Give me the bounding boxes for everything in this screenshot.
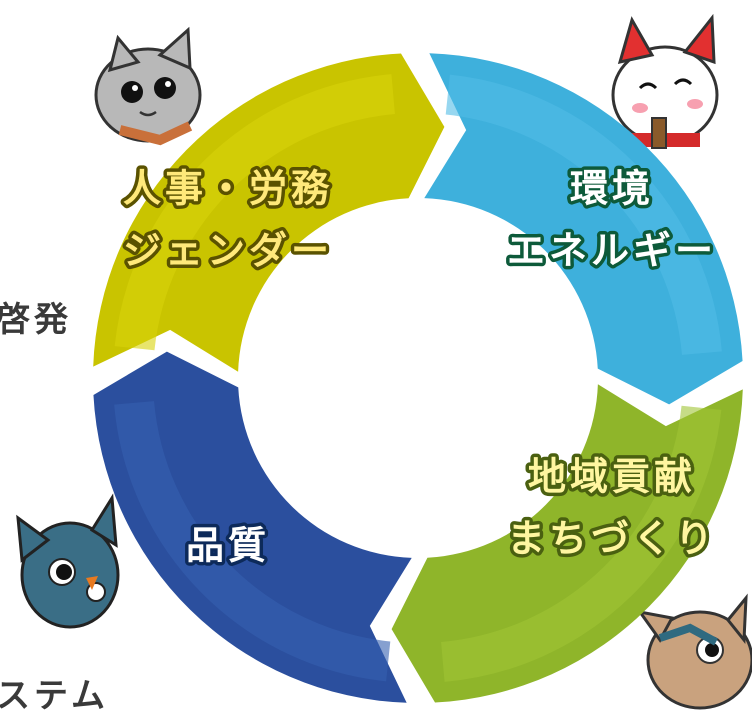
segment-label-hr: ジェンダー bbox=[123, 229, 333, 273]
ring-segments bbox=[93, 53, 743, 703]
segment-quality bbox=[93, 351, 412, 703]
segment-label-hr: 人事・労務 bbox=[123, 167, 333, 211]
white-red-cat-mascot bbox=[611, 13, 719, 149]
segment-label-env: 環境 bbox=[570, 167, 654, 211]
segment-label-community: まちづくり bbox=[507, 517, 717, 561]
segment-label-quality: 品質 bbox=[186, 524, 270, 568]
segment-label-env: エネルギー bbox=[507, 229, 717, 273]
gray-cat-mascot bbox=[94, 26, 202, 146]
segment-label-community: 地域貢献 bbox=[528, 455, 696, 499]
segment-hr bbox=[93, 53, 445, 372]
side-text-bottom: ステム bbox=[0, 676, 109, 716]
segment-band-community bbox=[440, 405, 722, 682]
blue-cat-mascot bbox=[16, 493, 120, 629]
segment-env bbox=[424, 53, 743, 405]
segment-community bbox=[391, 384, 743, 703]
side-text-top: 啓発 bbox=[0, 300, 72, 340]
brown-cat-mascot bbox=[636, 593, 752, 710]
segment-band-quality bbox=[114, 400, 391, 682]
segment-band-hr bbox=[114, 74, 396, 351]
segment-band-env bbox=[445, 74, 722, 356]
